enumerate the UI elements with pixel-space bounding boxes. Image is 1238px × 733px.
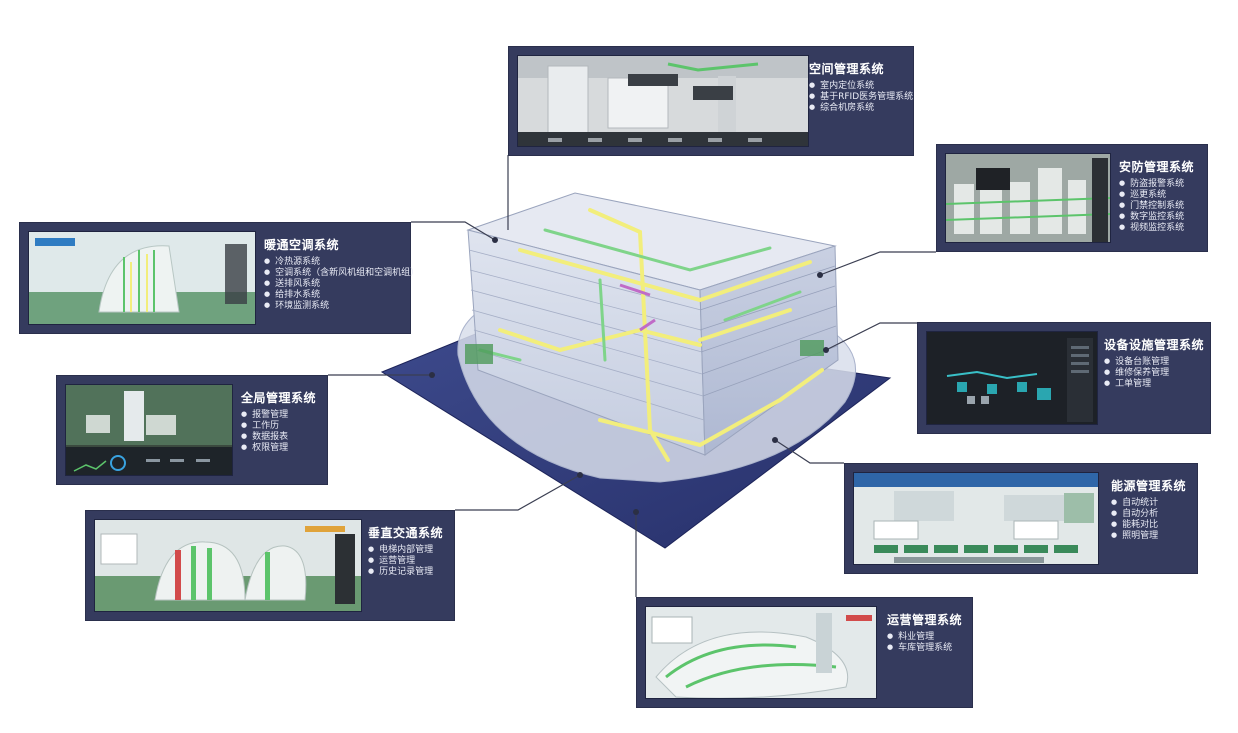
panel-energy-management[interactable]: 能源管理系统 自动统计 自动分析 能耗对比 照明管理 [844,463,1198,574]
list-item: 给排水系统 [264,290,419,301]
list-item: 报警管理 [241,410,316,421]
global-screenshot-thumbnail [65,384,233,476]
list-item: 基于RFID医务管理系统 [809,92,913,103]
panel-title: 设备设施管理系统 [1104,338,1205,352]
list-item: 设备台账管理 [1104,357,1204,368]
list-item: 自动分析 [1111,509,1186,520]
list-item: 视频监控系统 [1119,223,1194,234]
panel-title: 全局管理系统 [241,391,317,405]
list-item: 料业管理 [887,632,962,643]
list-item: 自动统计 [1111,498,1186,509]
panel-title: 能源管理系统 [1111,479,1187,493]
panel-space-management[interactable]: 空间管理系统 室内定位系统 基于RFID医务管理系统 综合机房系统 [508,46,914,156]
elevator-screenshot-thumbnail [94,519,362,612]
list-item: 防盗报警系统 [1119,179,1194,190]
panel-title: 安防管理系统 [1119,160,1195,174]
list-item: 环境监测系统 [264,301,419,312]
list-item: 送排风系统 [264,279,419,290]
list-item: 车库管理系统 [887,643,962,654]
list-item: 运营管理 [368,556,443,567]
building-3d-model [465,192,839,462]
list-item: 能耗对比 [1111,520,1186,531]
hvac-screenshot-thumbnail [28,231,256,325]
list-item: 工单管理 [1104,379,1204,390]
panel-security-management[interactable]: 安防管理系统 防盗报警系统 巡更系统 门禁控制系统 数字监控系统 视频监控系统 [936,144,1208,252]
panel-title: 暖通空调系统 [264,238,340,252]
list-item: 综合机房系统 [809,103,913,114]
operation-screenshot-thumbnail [645,606,877,699]
equipment-screenshot-thumbnail [926,331,1098,425]
list-item: 历史记录管理 [368,567,443,578]
list-item: 权限管理 [241,443,316,454]
list-item: 工作历 [241,421,316,432]
list-item: 室内定位系统 [809,81,913,92]
panel-title: 空间管理系统 [809,62,885,76]
panel-title: 垂直交通系统 [368,526,444,540]
list-item: 空调系统（含新风机组和空调机组） [264,268,419,279]
list-item: 照明管理 [1111,531,1186,542]
list-item: 门禁控制系统 [1119,201,1194,212]
list-item: 冷热源系统 [264,257,419,268]
panel-global-management[interactable]: 全局管理系统 报警管理 工作历 数据报表 权限管理 [56,375,328,485]
list-item: 巡更系统 [1119,190,1194,201]
list-item: 数据报表 [241,432,316,443]
panel-operation-management[interactable]: 运营管理系统 料业管理 车库管理系统 [636,597,973,708]
energy-screenshot-thumbnail [853,472,1099,565]
panel-vertical-transport[interactable]: 垂直交通系统 电梯内部管理 运营管理 历史记录管理 [85,510,455,621]
list-item: 电梯内部管理 [368,545,443,556]
list-item: 维修保养管理 [1104,368,1204,379]
space-screenshot-thumbnail [517,55,809,147]
panel-title: 运营管理系统 [887,613,963,627]
security-screenshot-thumbnail [945,153,1111,243]
list-item: 数字监控系统 [1119,212,1194,223]
panel-equipment-management[interactable]: 设备设施管理系统 设备台账管理 维修保养管理 工单管理 [917,322,1211,434]
panel-hvac-system[interactable]: 暖通空调系统 冷热源系统 空调系统（含新风机组和空调机组） 送排风系统 给排水系… [19,222,419,334]
